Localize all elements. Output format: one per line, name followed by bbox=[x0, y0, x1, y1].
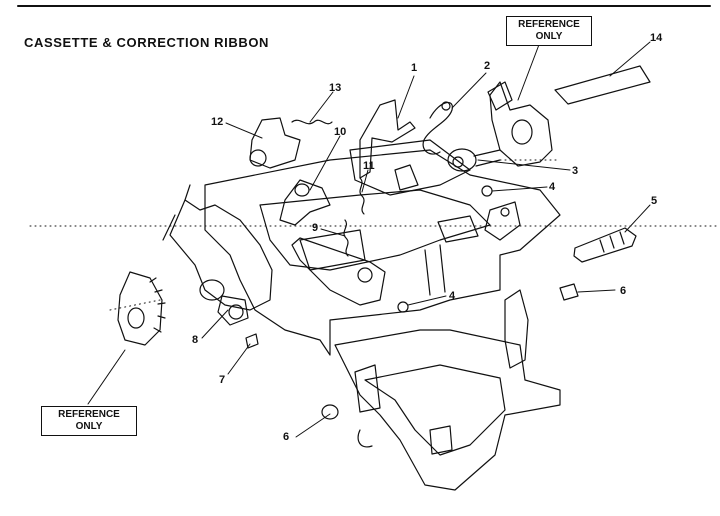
spool-reference-top bbox=[489, 81, 553, 167]
bracket-part-1 bbox=[359, 99, 416, 179]
lever-link-eye bbox=[500, 207, 510, 217]
callout-2: 2 bbox=[484, 60, 491, 72]
spool-tab bbox=[487, 81, 513, 111]
spool-bottom-hub bbox=[127, 307, 145, 329]
roller-10-hub bbox=[294, 183, 310, 197]
pin-grip bbox=[599, 231, 625, 253]
ribbon-strip-part-14 bbox=[554, 65, 651, 105]
leader-lines bbox=[87, 41, 651, 438]
diagram-title: CASSETTE & CORRECTION RIBBON bbox=[24, 35, 270, 50]
spring-eye bbox=[441, 101, 451, 111]
lower-hook bbox=[357, 429, 373, 448]
spring-part-2 bbox=[422, 101, 453, 155]
roller-shaft bbox=[473, 149, 501, 167]
callout-6-right: 6 bbox=[620, 285, 627, 297]
callout-11: 11 bbox=[363, 160, 375, 172]
reference-only-note-top: REFERENCE ONLY bbox=[506, 16, 592, 46]
gear-hub-body bbox=[217, 295, 249, 326]
pin-part-5 bbox=[573, 227, 637, 263]
callout-8: 8 bbox=[192, 334, 199, 346]
callout-6-left: 6 bbox=[283, 431, 290, 443]
callout-3: 3 bbox=[572, 165, 579, 177]
clip-part-4-lower bbox=[397, 301, 409, 313]
callout-4-lower: 4 bbox=[449, 290, 456, 302]
screw-part-7 bbox=[245, 333, 259, 349]
gear-hub-bore bbox=[228, 304, 244, 320]
bracket-cutout bbox=[394, 164, 419, 191]
lower-base-inner bbox=[364, 364, 506, 456]
reference-only-note-bottom: REFERENCE ONLY bbox=[41, 406, 137, 436]
lower-slot bbox=[429, 425, 453, 455]
callout-7: 7 bbox=[219, 374, 226, 386]
bracket-base bbox=[349, 139, 471, 196]
clip-part-4-upper bbox=[481, 185, 493, 197]
callout-13: 13 bbox=[329, 82, 342, 94]
upper-frame-inner bbox=[259, 189, 491, 271]
guide-12-hole bbox=[249, 149, 267, 167]
roller-core bbox=[452, 156, 464, 168]
spring-part-9 bbox=[343, 219, 349, 257]
left-side-frame bbox=[169, 199, 273, 311]
callout-12: 12 bbox=[211, 116, 224, 128]
gear-hub-part-8 bbox=[199, 279, 225, 301]
callout-14: 14 bbox=[650, 32, 663, 44]
callout-10: 10 bbox=[334, 126, 347, 138]
left-frame-tab bbox=[162, 184, 191, 241]
roller-part-3 bbox=[447, 148, 477, 172]
spool-hub bbox=[511, 119, 533, 145]
screw-part-6-right bbox=[559, 283, 579, 301]
lever-arm bbox=[291, 237, 386, 306]
spring-part-11 bbox=[359, 177, 365, 215]
lower-bracket bbox=[354, 364, 381, 413]
callout-4-upper: 4 bbox=[549, 181, 556, 193]
screw-part-6-left bbox=[321, 404, 339, 420]
upper-frame-plate bbox=[204, 149, 561, 356]
lower-base-plate bbox=[334, 329, 561, 491]
roller-part-10 bbox=[279, 179, 331, 226]
frame-rib bbox=[424, 244, 446, 296]
callout-5: 5 bbox=[651, 195, 658, 207]
guide-part-12 bbox=[249, 117, 301, 169]
lever-link bbox=[484, 201, 521, 241]
spool-reference-bottom bbox=[117, 271, 163, 346]
lever-pivot bbox=[357, 267, 373, 283]
spool-gear-teeth bbox=[149, 277, 166, 333]
callout-9: 9 bbox=[312, 222, 319, 234]
upright-tab bbox=[504, 289, 529, 369]
assembly-guide-lines bbox=[29, 159, 720, 311]
frame-window bbox=[437, 215, 479, 243]
spring-part-13 bbox=[291, 119, 333, 125]
callout-1: 1 bbox=[411, 62, 418, 74]
